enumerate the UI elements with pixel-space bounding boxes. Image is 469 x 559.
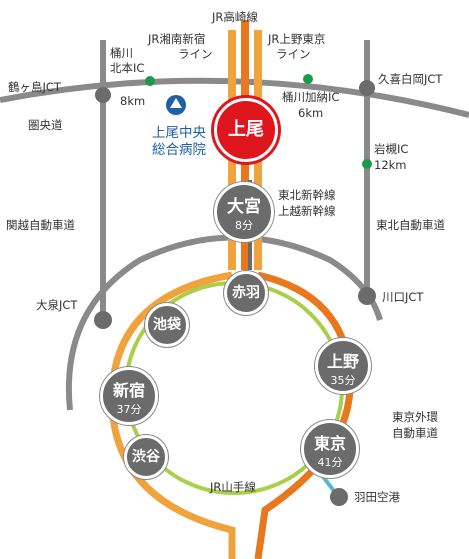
tsurugashima-jct-label: 鶴ヶ島JCT	[8, 80, 61, 94]
kawaguchi-jct-label: 川口JCT	[382, 290, 424, 304]
ageo-station: 上尾	[214, 98, 278, 162]
gaikan-label-2: 自動車道	[392, 426, 438, 440]
akabane-station: 赤羽	[224, 271, 268, 315]
oizumi-jct-dot	[94, 311, 112, 329]
shibuya-station: 渋谷	[124, 435, 168, 479]
airport-dot	[330, 488, 348, 506]
gaikan-label-1: 東京外環	[392, 410, 438, 424]
shinjuku-station: 新宿 37分	[100, 367, 158, 425]
oizumi-jct-label: 大泉JCT	[36, 298, 78, 312]
kenodo-label: 圏央道	[28, 118, 63, 132]
ueno-tokyo-label-2: ライン	[276, 47, 311, 61]
ueno-tokyo-label-1: JR上野東京	[268, 32, 326, 46]
airport-label: 羽田空港	[354, 490, 400, 504]
iwatsuki-ic-dot	[362, 159, 372, 169]
kuki-shiraoka-jct-label: 久喜白岡JCT	[378, 72, 443, 86]
yamanote-label: JR山手線	[210, 480, 256, 494]
okegawa-kitamoto-ic-label-1: 桶川	[110, 46, 133, 60]
okegawa-kano-ic-label: 桶川加納IC	[282, 90, 340, 104]
kuki-shiraoka-jct-dot	[359, 80, 375, 96]
iwatsuki-ic-label: 岩槻IC	[374, 142, 409, 156]
tohoku-label: 東北自動車道	[376, 218, 445, 232]
hospital-name-1: 上尾中央	[152, 125, 206, 141]
shonan-label-2: ライン	[178, 47, 213, 61]
takasaki-label: JR高崎線	[212, 10, 258, 24]
shinkansen-label-1: 東北新幹線	[278, 188, 336, 202]
tokyo-station: 東京 41分	[301, 420, 359, 478]
ueno-station: 上野 35分	[315, 338, 371, 394]
omiya-station: 大宮 8分	[214, 182, 274, 242]
kanetsu-label: 関越自動車道	[6, 218, 75, 232]
iwatsuki-ic-dist: 12km	[374, 158, 407, 172]
ageo-label: 上尾	[228, 119, 264, 140]
ikebukuro-station: 池袋	[145, 303, 189, 347]
shinkansen-label-2: 上越新幹線	[278, 204, 336, 218]
tsurugashima-jct-dot	[95, 87, 111, 103]
shonan-label-1: JR湘南新宿	[148, 32, 206, 46]
hospital-logo-icon	[166, 95, 186, 115]
okegawa-kitamoto-ic-dot	[145, 76, 155, 86]
okegawa-kitamoto-ic-label-2: 北本IC	[110, 61, 145, 75]
gaikan-road	[65, 234, 383, 411]
okegawa-kano-ic-dot	[303, 74, 313, 84]
hospital-name-2: 総合病院	[152, 142, 206, 158]
kawaguchi-jct-dot	[358, 287, 376, 305]
okegawa-kitamoto-ic-dist: 8km	[120, 94, 146, 108]
okegawa-kano-ic-dist: 6km	[298, 106, 324, 120]
